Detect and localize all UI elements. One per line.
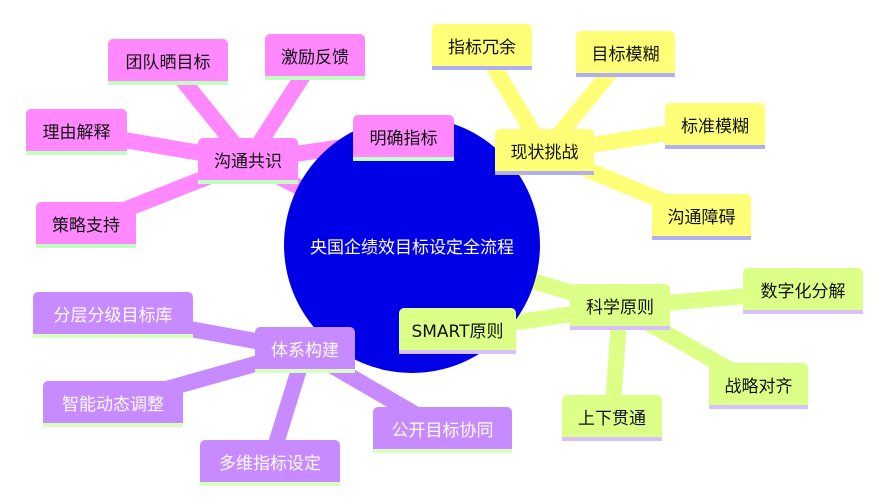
node-incentive-feedback[interactable]: 激励反馈 [265,34,365,80]
node-goal-vague[interactable]: 目标模糊 [576,31,675,77]
node-indicator-redundancy[interactable]: 指标冗余 [432,24,532,70]
branch-communication[interactable]: 沟通共识 [198,138,298,184]
branch-principles[interactable]: 科学原则 [570,284,670,330]
node-strategy-support[interactable]: 策略支持 [36,202,136,248]
node-reason-explain[interactable]: 理由解释 [26,109,127,155]
node-team-goals[interactable]: 团队晒目标 [108,39,228,85]
node-top-down-alignment[interactable]: 上下贯通 [562,395,662,441]
branch-system[interactable]: 体系构建 [255,327,355,373]
node-clear-indicators[interactable]: 明确指标 [353,115,454,161]
branch-challenges[interactable]: 现状挑战 [495,129,594,175]
node-public-goal-collab[interactable]: 公开目标协同 [373,407,512,453]
node-digital-decomposition[interactable]: 数字化分解 [743,268,863,314]
node-tiered-goal-library[interactable]: 分层分级目标库 [33,292,193,338]
node-communication-barrier[interactable]: 沟通障碍 [652,194,751,240]
node-multi-dimension-indicators[interactable]: 多维指标设定 [200,440,340,486]
node-standard-vague[interactable]: 标准模糊 [665,103,765,149]
node-strategic-alignment[interactable]: 战略对齐 [709,363,808,409]
node-smart-principle[interactable]: SMART原则 [399,308,516,354]
node-smart-dynamic-adjust[interactable]: 智能动态调整 [43,381,183,427]
